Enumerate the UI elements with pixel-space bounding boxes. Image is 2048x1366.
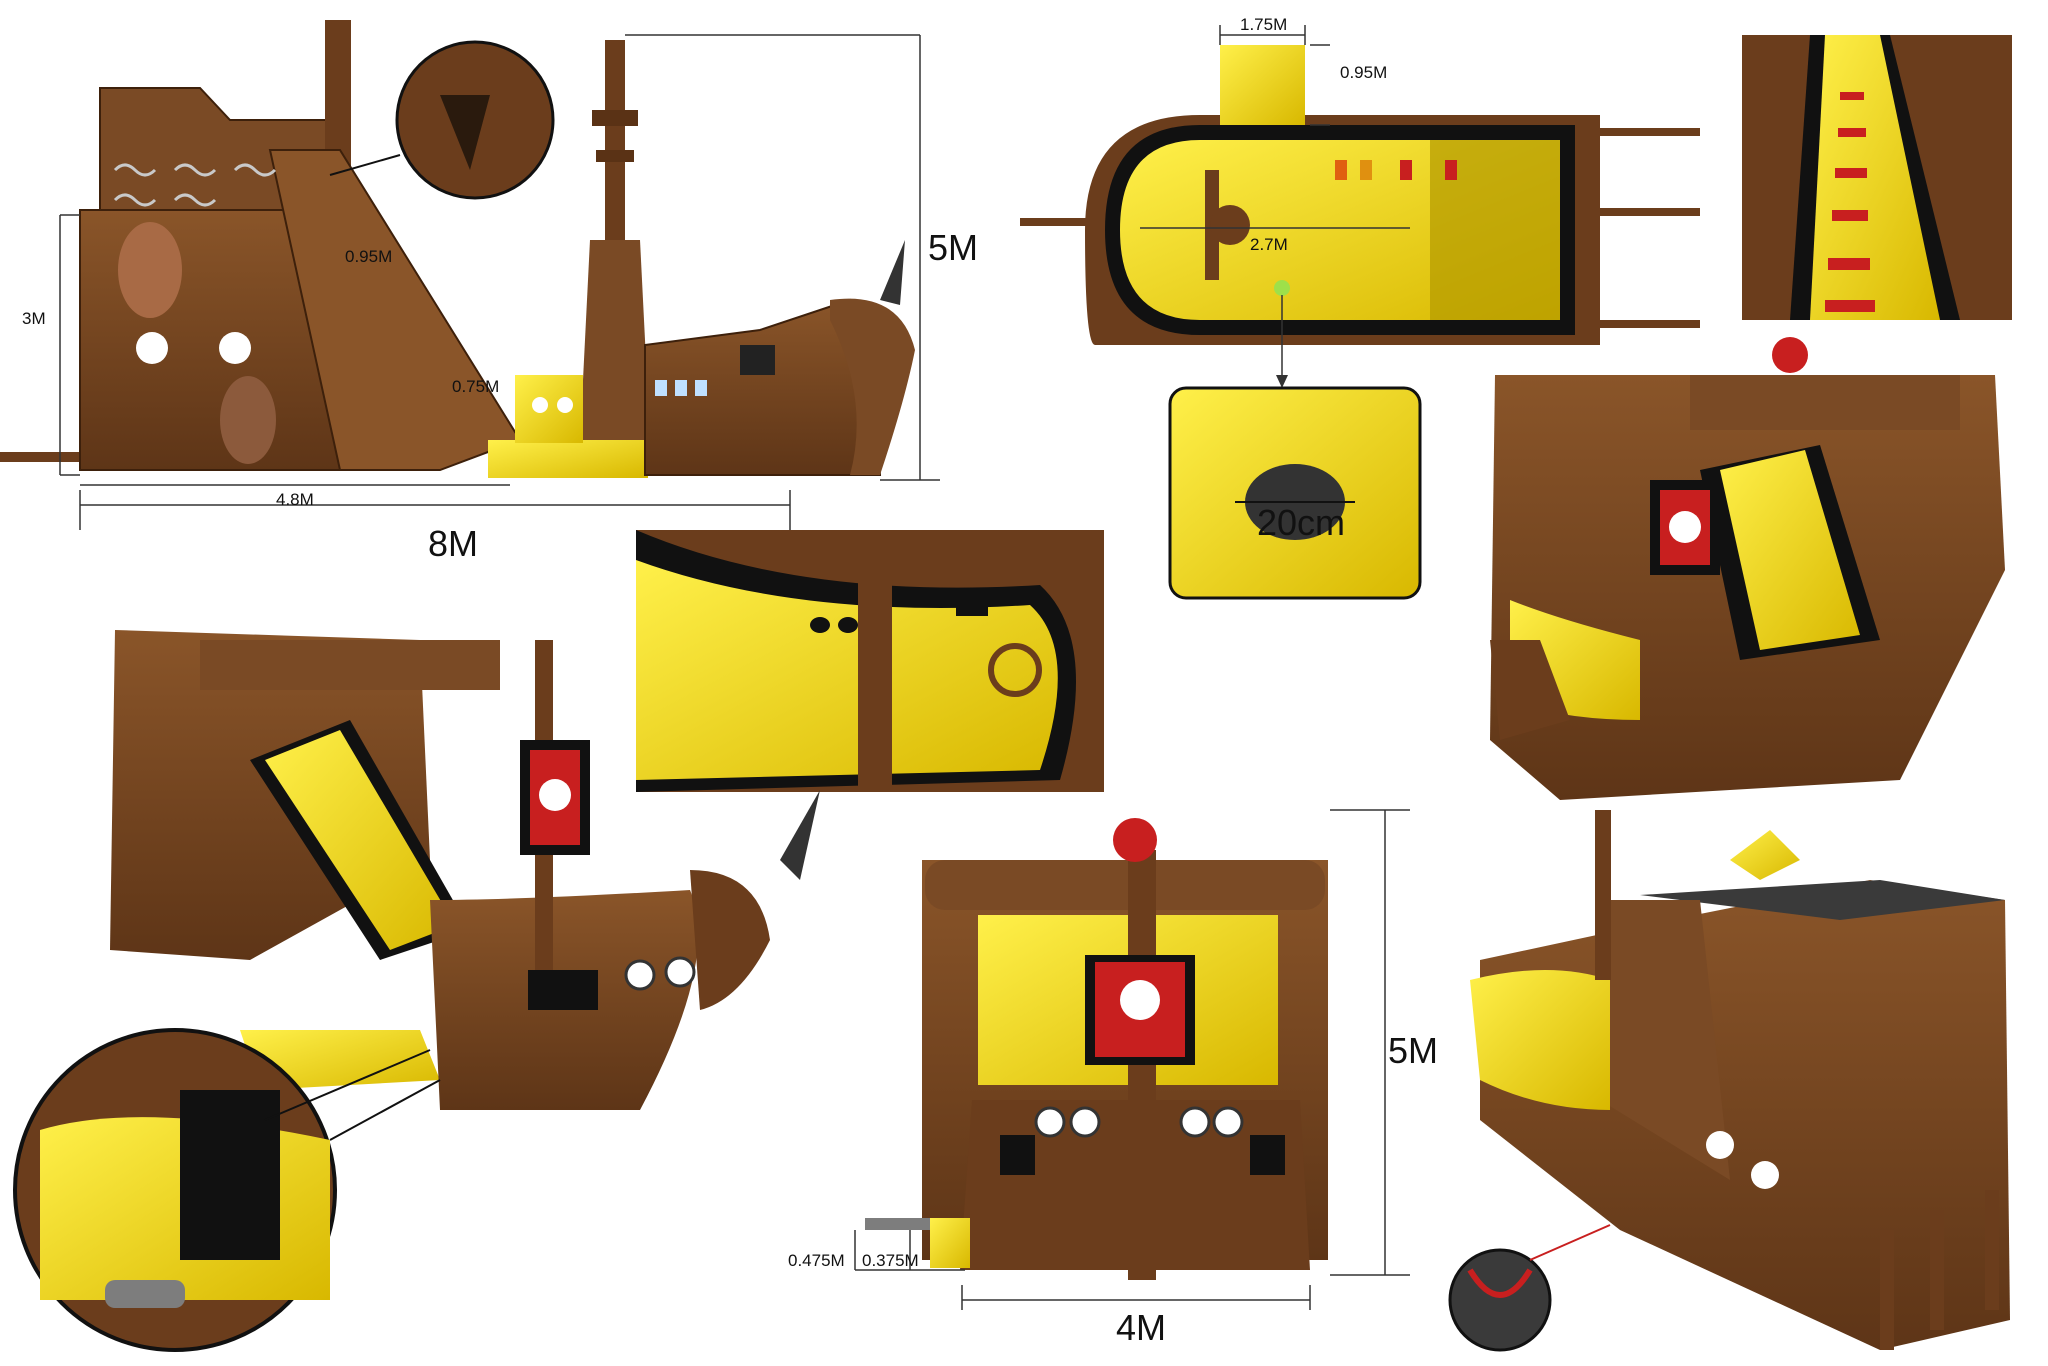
dim-slide-height: 3M — [22, 309, 46, 328]
front-view: 5M 4M 0.475M 0.375M — [788, 809, 1438, 1348]
dim-total-length: 8M — [428, 523, 478, 564]
dim-hole-diameter: 20cm — [1257, 502, 1345, 543]
isometric-view-left — [13, 630, 820, 1352]
isometric-view-right — [1490, 337, 2005, 800]
isometric-view-back — [1448, 810, 2010, 1352]
dim-total-height: 5M — [928, 227, 978, 268]
dim-top-inner: 2.7M — [1250, 235, 1288, 254]
dim-top-depth: 0.95M — [1340, 63, 1387, 82]
top-view: 1.75M 0.95M 2.7M 20cm — [1020, 15, 1700, 600]
dim-front-width: 4M — [1116, 1307, 1166, 1348]
dim-step-b: 0.375M — [862, 1251, 919, 1270]
dim-step-a: 0.475M — [788, 1251, 845, 1270]
dim-slide-length: 4.8M — [276, 490, 314, 509]
interior-closeup — [636, 530, 1104, 792]
dim-step-height: 0.75M — [452, 377, 499, 396]
slide-closeup — [1742, 35, 2012, 320]
dim-top-width: 1.75M — [1240, 15, 1287, 34]
dim-front-height: 5M — [1388, 1030, 1438, 1071]
dim-slide-width: 0.95M — [345, 247, 392, 266]
side-view: 3M 0.95M 0.75M 4.8M 8M 5M — [0, 20, 978, 564]
